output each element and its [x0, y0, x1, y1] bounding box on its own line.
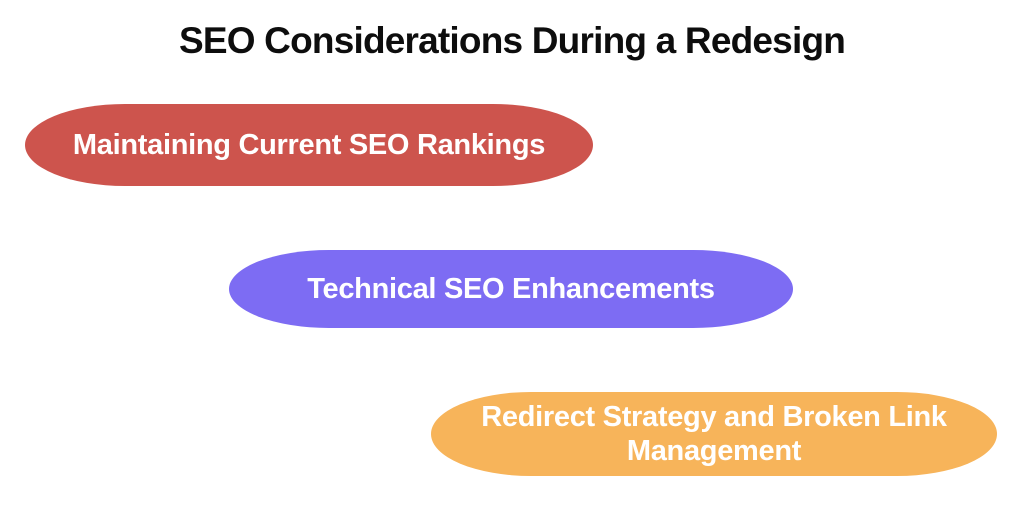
pill-technical-seo-enhancements-label: Technical SEO Enhancements	[307, 272, 715, 305]
pill-technical-seo-enhancements: Technical SEO Enhancements	[229, 250, 793, 328]
page-title: SEO Considerations During a Redesign	[178, 20, 846, 61]
pill-maintaining-seo-rankings: Maintaining Current SEO Rankings	[25, 104, 593, 186]
pill-maintaining-seo-rankings-label: Maintaining Current SEO Rankings	[72, 128, 546, 161]
pill-redirect-strategy-link-management: Redirect Strategy and Broken Link Manage…	[431, 392, 997, 476]
pill-redirect-strategy-link-management-label: Redirect Strategy and Broken Link Manage…	[481, 400, 947, 467]
